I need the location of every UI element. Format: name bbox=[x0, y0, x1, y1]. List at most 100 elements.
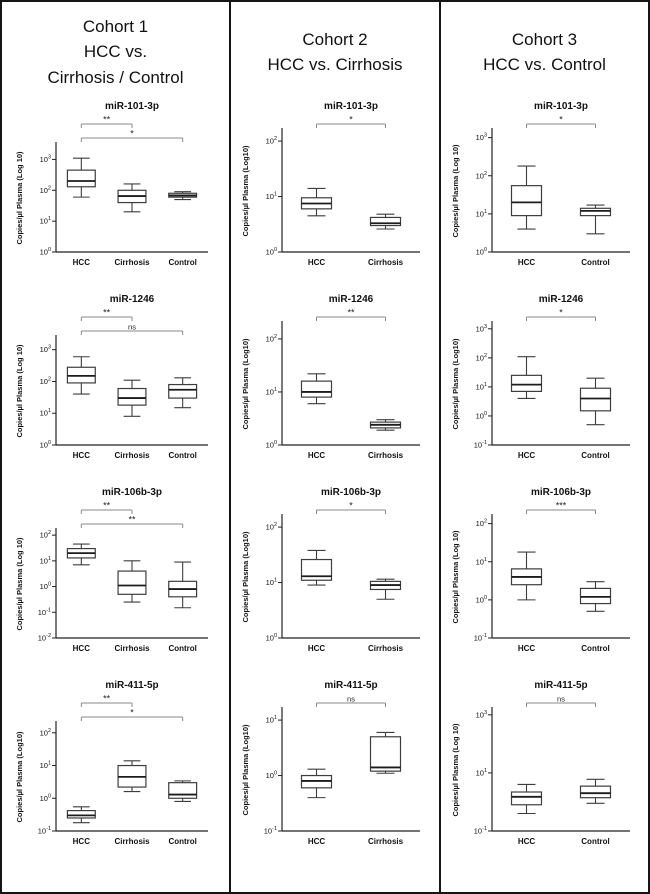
box-HCC: HCC bbox=[300, 768, 333, 846]
y-tick-label: 100 bbox=[266, 440, 277, 450]
x-tick-label: HCC bbox=[308, 644, 326, 653]
x-tick-label: Control bbox=[168, 451, 196, 460]
x-tick-label: Cirrhosis bbox=[368, 451, 404, 460]
y-axis-label: Copies/µl Plasma (Log 10) bbox=[15, 151, 24, 245]
box-Control: Control bbox=[167, 780, 197, 846]
plot-title: miR-411-5p bbox=[534, 680, 587, 691]
y-tick-label: 10-1 bbox=[264, 826, 277, 836]
box-Cirrhosis: Cirrhosis bbox=[114, 760, 150, 846]
significance-bracket: * bbox=[525, 308, 596, 321]
significance-bracket: ** bbox=[80, 515, 183, 528]
plot-title: miR-101-3p bbox=[324, 101, 378, 112]
box-HCC: HCC bbox=[66, 157, 96, 267]
plot-title: miR-411-5p bbox=[324, 680, 377, 691]
x-tick-label: HCC bbox=[517, 451, 535, 460]
box-Control: Control bbox=[167, 377, 197, 460]
box-Control: Control bbox=[579, 581, 611, 653]
box-HCC: HCC bbox=[510, 165, 542, 267]
x-tick-label: Control bbox=[581, 837, 609, 846]
y-tick-label: 102 bbox=[39, 376, 50, 386]
box-HCC: HCC bbox=[510, 783, 542, 846]
y-tick-label: 100 bbox=[475, 411, 486, 421]
y-tick-label: 10-2 bbox=[37, 633, 50, 643]
significance-bracket: * bbox=[316, 501, 386, 514]
y-tick-label: 100 bbox=[266, 247, 277, 257]
y-tick-label: 100 bbox=[39, 247, 50, 257]
y-tick-label: 102 bbox=[39, 185, 50, 195]
y-tick-label: 101 bbox=[475, 382, 486, 392]
box-HCC: HCC bbox=[300, 187, 333, 267]
x-tick-label: HCC bbox=[72, 644, 90, 653]
plot-title: miR-1246 bbox=[538, 294, 583, 305]
significance-label: ** bbox=[103, 308, 111, 318]
y-tick-label: 103 bbox=[39, 154, 50, 164]
plot-title: miR-106b-3p bbox=[530, 487, 590, 498]
x-tick-label: Cirrhosis bbox=[114, 837, 150, 846]
y-axis-label: Copies/µl Plasma (Log 10) bbox=[15, 344, 24, 438]
x-tick-label: HCC bbox=[308, 258, 326, 267]
y-tick-label: 100 bbox=[266, 633, 277, 643]
box-HCC: HCC bbox=[300, 549, 333, 653]
plot-title: miR-106b-3p bbox=[321, 487, 381, 498]
x-tick-label: HCC bbox=[72, 258, 90, 267]
significance-label: ** bbox=[103, 115, 111, 125]
significance-bracket: ns bbox=[80, 323, 183, 335]
box-Cirrhosis: Cirrhosis bbox=[114, 379, 150, 460]
y-axis-label: Copies/µl Plasma (Log10) bbox=[451, 338, 460, 430]
y-tick-label: 103 bbox=[475, 324, 486, 334]
x-tick-label: Cirrhosis bbox=[114, 451, 150, 460]
box-Control: Control bbox=[579, 204, 611, 267]
x-tick-label: HCC bbox=[517, 644, 535, 653]
box-HCC: HCC bbox=[66, 356, 96, 460]
box-HCC: HCC bbox=[300, 373, 333, 460]
plot-title: miR-106b-3p bbox=[101, 487, 161, 498]
significance-label: * bbox=[130, 708, 134, 718]
significance-label: ns bbox=[347, 695, 355, 704]
y-axis-label: Copies/µl Plasma (Log10) bbox=[241, 724, 250, 816]
x-tick-label: Control bbox=[581, 258, 609, 267]
y-tick-label: 101 bbox=[475, 557, 486, 567]
significance-label: ** bbox=[347, 308, 355, 318]
significance-bracket: ** bbox=[316, 308, 386, 321]
x-tick-label: Control bbox=[168, 644, 196, 653]
y-tick-label: 10-1 bbox=[473, 826, 486, 836]
y-tick-label: 103 bbox=[475, 710, 486, 720]
y-tick-label: 101 bbox=[475, 209, 486, 219]
box-HCC: HCC bbox=[510, 551, 542, 653]
significance-label: * bbox=[130, 129, 134, 139]
significance-label: * bbox=[559, 308, 563, 318]
y-axis-label: Copies/µl Plasma (Log 10) bbox=[15, 537, 24, 631]
box-Cirrhosis: Cirrhosis bbox=[368, 419, 404, 460]
y-tick-label: 100 bbox=[39, 582, 50, 592]
box-Control: Control bbox=[579, 377, 611, 460]
y-tick-label: 10-1 bbox=[473, 633, 486, 643]
column-header-cohort-1: Cohort 1 HCC vs. Cirrhosis / Control bbox=[47, 16, 184, 87]
significance-bracket: ** bbox=[80, 694, 132, 707]
significance-bracket: ** bbox=[80, 501, 132, 514]
x-tick-label: Control bbox=[168, 837, 196, 846]
y-tick-label: 102 bbox=[39, 530, 50, 540]
box-HCC: HCC bbox=[66, 543, 96, 653]
y-axis-label: Copies/µl Plasma (Log 10) bbox=[451, 530, 460, 624]
y-tick-label: 101 bbox=[266, 578, 277, 588]
x-tick-label: Cirrhosis bbox=[368, 258, 404, 267]
y-tick-label: 100 bbox=[475, 247, 486, 257]
